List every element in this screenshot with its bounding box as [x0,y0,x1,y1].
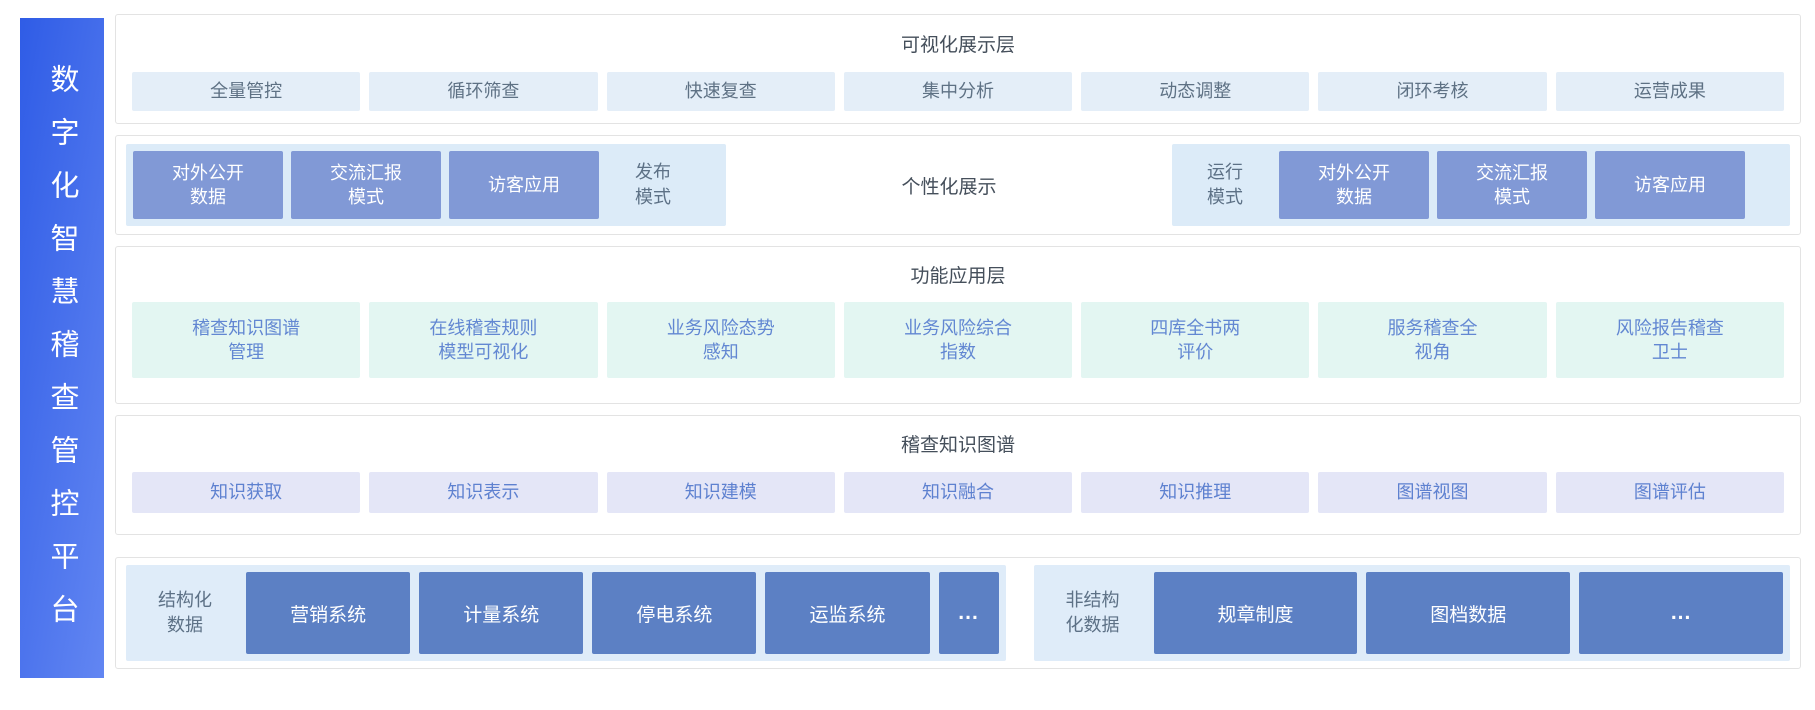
knowledge-item: 知识推理 [1081,472,1310,513]
structured-system-box: 营销系统 [246,572,411,654]
visualization-item: 闭环考核 [1318,72,1547,111]
function-item: 风险报告稽查 卫士 [1555,302,1784,378]
structured-system-box: 运监系统 [765,572,930,654]
structured-system-box: 计量系统 [419,572,584,654]
function-layer-card: 功能应用层 稽查知识图谱 管理 在线稽查规则 模型可视化 业务风险态势 感知 业… [115,246,1801,404]
knowledge-item: 知识表示 [369,472,598,513]
platform-title: 数字化智慧稽查管控平台 [46,64,78,647]
knowledge-item: 图谱评估 [1555,472,1784,513]
visualization-item: 循环筛查 [369,72,598,111]
function-layer-title: 功能应用层 [910,266,1006,287]
knowledge-item: 知识建模 [606,472,835,513]
knowledge-graph-card: 稽查知识图谱 知识获取 知识表示 知识建模 知识融合 知识推理 图谱视图 图谱评… [115,415,1801,535]
visualization-item: 快速复查 [606,72,835,111]
function-items-row: 稽查知识图谱 管理 在线稽查规则 模型可视化 业务风险态势 感知 业务风险综合 … [116,302,1800,378]
publish-mode-box: 对外公开 数据 [133,151,283,219]
visualization-items-row: 全量管控 循环筛查 快速复查 集中分析 动态调整 闭环考核 运营成果 [116,72,1800,111]
publish-mode-box: 交流汇报 模式 [291,151,441,219]
visualization-item: 动态调整 [1081,72,1310,111]
unstructured-more-ellipsis: ... [1579,572,1783,654]
publish-mode-group: 对外公开 数据 交流汇报 模式 访客应用 发布 模式 [126,144,726,226]
function-item: 四库全书两 评价 [1081,302,1310,378]
structured-data-label: 结构化 数据 [158,589,212,635]
unstructured-data-box: 规章制度 [1153,572,1358,654]
unstructured-data-group: 非结构 化数据 规章制度 图档数据 ... [1033,565,1790,661]
platform-sidebar: 数字化智慧稽查管控平台 [20,18,104,678]
knowledge-item: 图谱视图 [1318,472,1547,513]
publish-mode-label: 发布 模式 [635,161,671,207]
run-mode-label: 运行 模式 [1207,161,1243,207]
visualization-item: 运营成果 [1555,72,1784,111]
visualization-item: 集中分析 [843,72,1073,111]
visualization-layer-title: 可视化展示层 [900,35,1015,56]
visualization-layer-card: 可视化展示层 全量管控 循环筛查 快速复查 集中分析 动态调整 闭环考核 运营成… [115,14,1801,124]
knowledge-items-row: 知识获取 知识表示 知识建模 知识融合 知识推理 图谱视图 图谱评估 [116,472,1800,513]
run-mode-box: 对外公开 数据 [1279,151,1429,219]
visualization-item: 全量管控 [132,72,361,111]
knowledge-item: 知识获取 [132,472,361,513]
run-mode-group: 运行 模式 对外公开 数据 交流汇报 模式 访客应用 [1172,144,1790,226]
structured-more-ellipsis: ... [938,572,999,654]
layer-stack: 可视化展示层 全量管控 循环筛查 快速复查 集中分析 动态调整 闭环考核 运营成… [115,14,1801,669]
function-item: 服务稽查全 视角 [1318,302,1547,378]
knowledge-item: 知识融合 [843,472,1073,513]
unstructured-data-box: 图档数据 [1366,572,1571,654]
function-item: 稽查知识图谱 管理 [132,302,361,378]
function-item: 业务风险综合 指数 [843,302,1073,378]
personalized-display-label: 个性化展示 [901,176,997,198]
data-source-card: 结构化 数据 营销系统 计量系统 停电系统 运监系统 ... 非结构 化数据 规… [115,557,1801,669]
run-mode-box: 访客应用 [1595,151,1745,219]
unstructured-data-label: 非结构 化数据 [1065,589,1120,635]
publish-mode-box: 访客应用 [449,151,599,219]
run-mode-box: 交流汇报 模式 [1437,151,1587,219]
function-item: 在线稽查规则 模型可视化 [369,302,598,378]
display-mode-card: 对外公开 数据 交流汇报 模式 访客应用 发布 模式 个性化展示 运行 模式 对… [115,135,1801,235]
function-item: 业务风险态势 感知 [606,302,835,378]
structured-system-box: 停电系统 [592,572,757,654]
knowledge-graph-title: 稽查知识图谱 [900,435,1015,456]
structured-data-group: 结构化 数据 营销系统 计量系统 停电系统 运监系统 ... [126,565,1006,661]
